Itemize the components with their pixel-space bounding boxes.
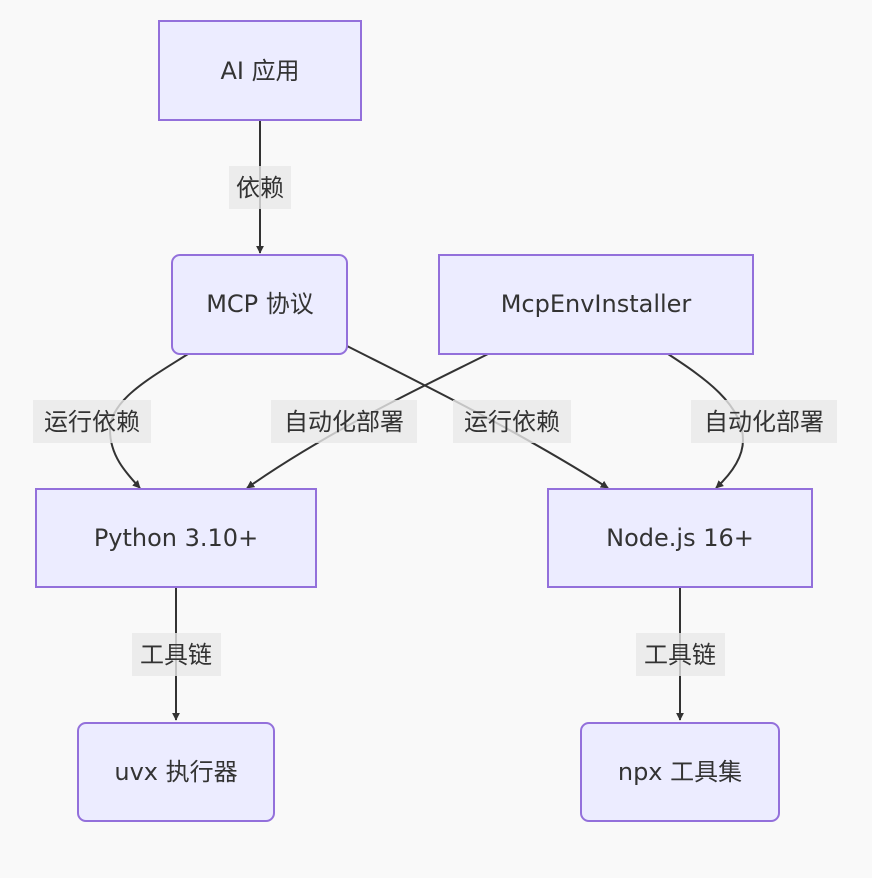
node-npx-toolset[interactable]: npx 工具集 <box>580 722 780 822</box>
edge-label-text: 自动化部署 <box>284 408 404 436</box>
edges <box>108 121 745 721</box>
node-nodejs[interactable]: Node.js 16+ <box>547 488 813 588</box>
node-uvx-executor[interactable]: uvx 执行器 <box>77 722 275 822</box>
edge-label-runtime-node: 运行依赖 <box>453 400 571 443</box>
edge-label-toolchain-node: 工具链 <box>636 633 725 676</box>
edge-label-depends: 依赖 <box>229 166 291 209</box>
edge-label-text: 自动化部署 <box>704 408 824 436</box>
edge-label-runtime-python: 运行依赖 <box>33 400 151 443</box>
node-label: MCP 协议 <box>206 290 314 318</box>
edge-label-text: 依赖 <box>236 174 284 202</box>
node-mcp-protocol[interactable]: MCP 协议 <box>171 254 348 355</box>
edge-label-text: 运行依赖 <box>44 408 140 436</box>
edge-label-deploy-python: 自动化部署 <box>271 400 417 443</box>
node-ai-app[interactable]: AI 应用 <box>158 20 362 121</box>
edge-label-toolchain-python: 工具链 <box>132 633 221 676</box>
node-label: Node.js 16+ <box>606 524 754 552</box>
node-label: uvx 执行器 <box>114 758 237 786</box>
node-python[interactable]: Python 3.10+ <box>35 488 317 588</box>
node-label: AI 应用 <box>220 57 299 85</box>
node-label: McpEnvInstaller <box>501 290 692 318</box>
edge-label-text: 运行依赖 <box>464 408 560 436</box>
edge-label-deploy-node: 自动化部署 <box>691 400 837 443</box>
edge-label-text: 工具链 <box>140 641 212 669</box>
node-mcp-env-installer[interactable]: McpEnvInstaller <box>438 254 754 355</box>
edge-label-text: 工具链 <box>644 641 716 669</box>
node-label: npx 工具集 <box>618 758 742 786</box>
node-label: Python 3.10+ <box>94 524 258 552</box>
